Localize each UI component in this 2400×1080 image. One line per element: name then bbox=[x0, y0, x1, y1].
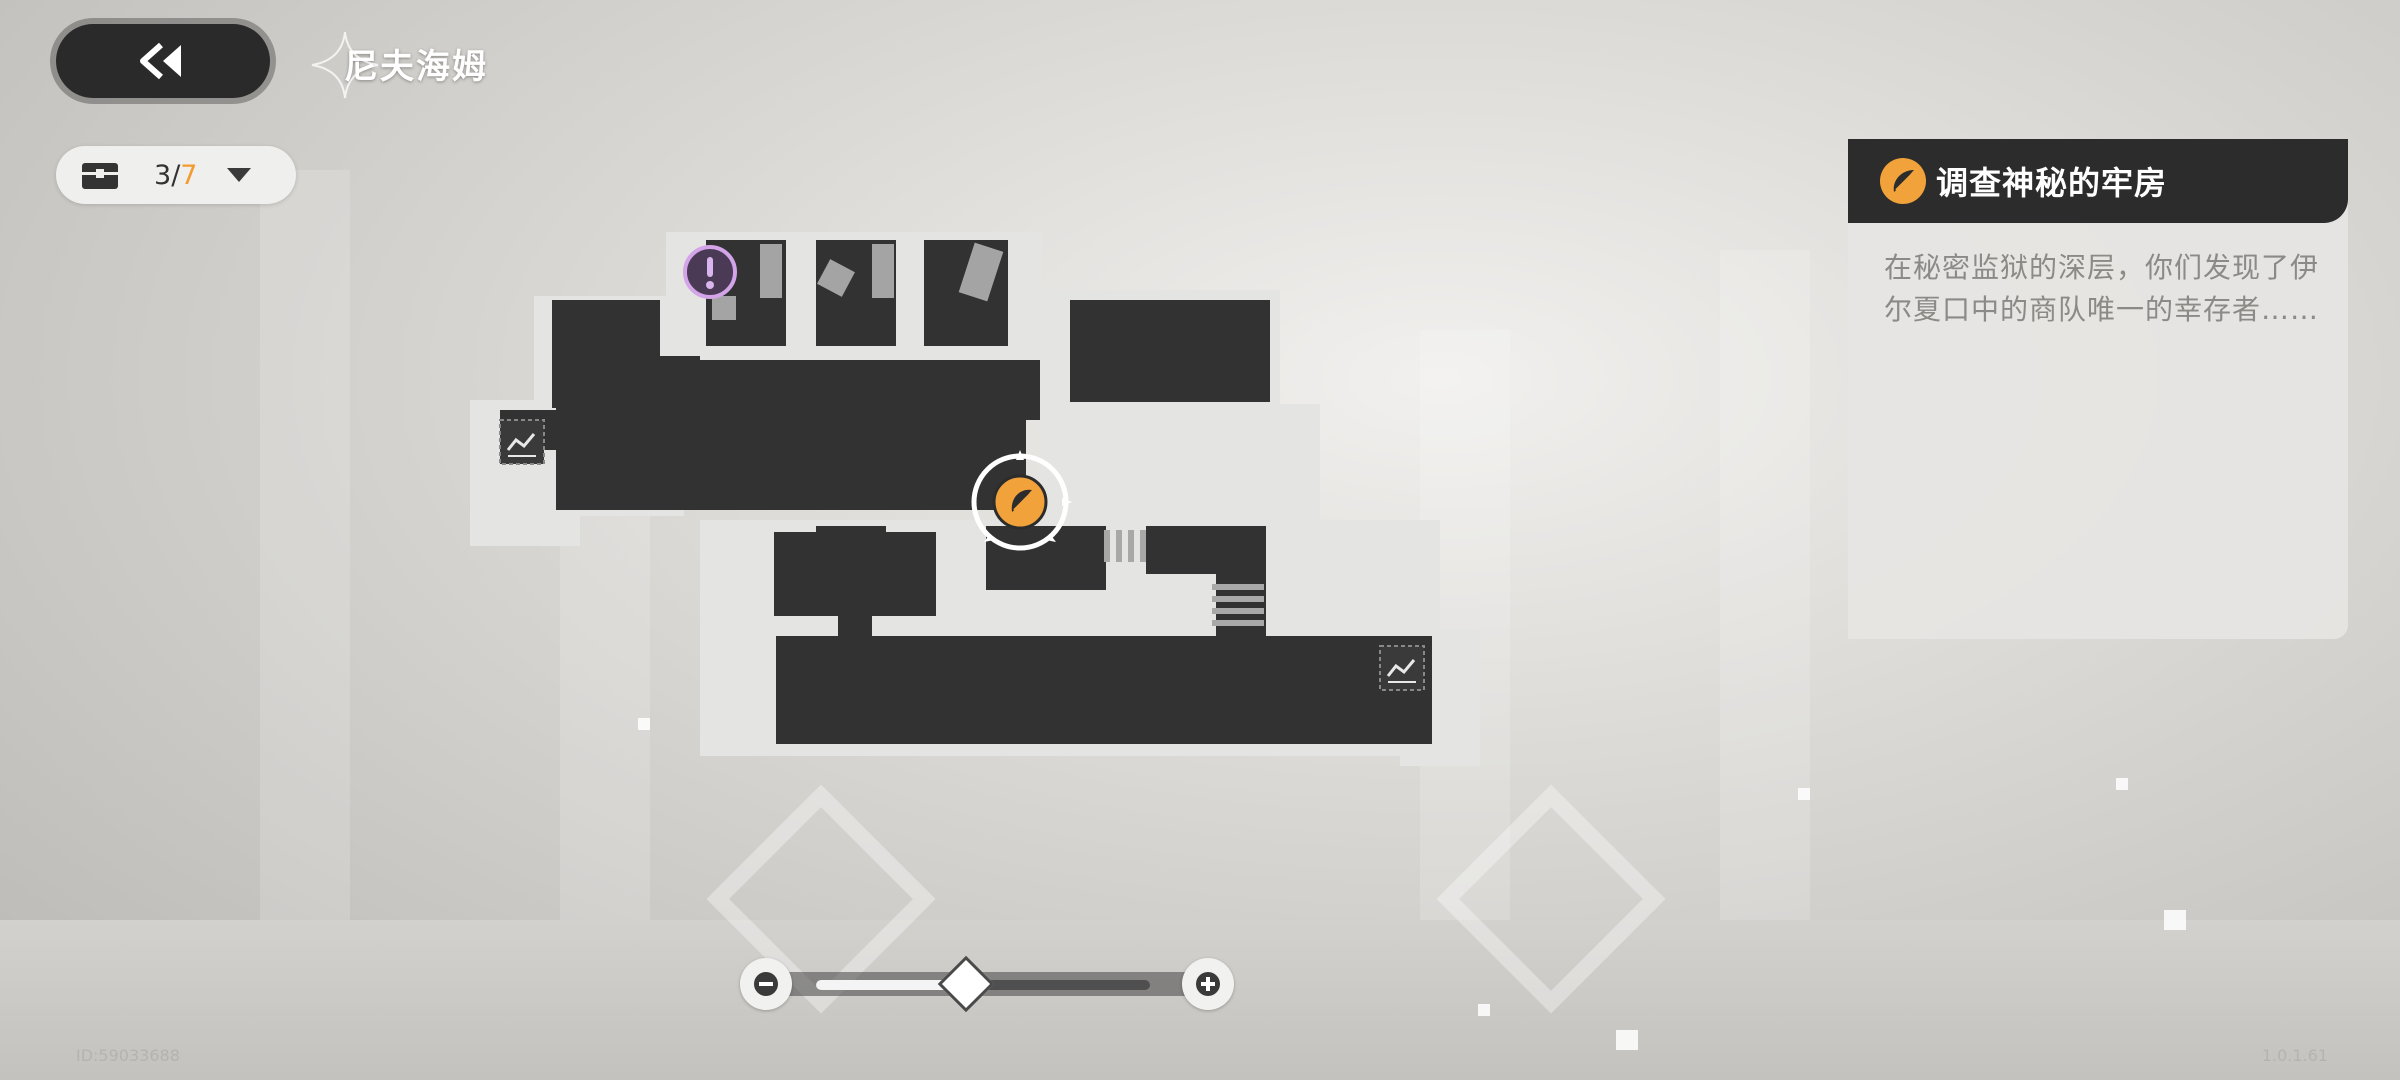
quest-feather-icon bbox=[1880, 158, 1926, 204]
bg-sparkle bbox=[1478, 1004, 1490, 1016]
quest-panel[interactable]: 调查神秘的牢房 在秘密监狱的深层，你们发现了伊尔夏口中的商队唯一的幸存者…… bbox=[1848, 139, 2348, 639]
back-button[interactable] bbox=[56, 24, 270, 98]
map-room bbox=[776, 636, 1432, 744]
double-chevron-left-icon bbox=[140, 42, 181, 80]
map-room bbox=[774, 532, 936, 616]
map-room bbox=[838, 616, 872, 640]
zoom-out-button[interactable] bbox=[740, 958, 792, 1010]
map-room bbox=[700, 360, 1040, 420]
map-room bbox=[1070, 300, 1270, 402]
zoom-control bbox=[740, 955, 1234, 1013]
stairs-icon bbox=[1104, 530, 1146, 562]
star-decoration-icon bbox=[311, 31, 379, 99]
plus-icon bbox=[1196, 972, 1220, 996]
map-room bbox=[660, 356, 700, 406]
quest-title: 调查神秘的牢房 bbox=[1936, 164, 2168, 202]
bg-sparkle bbox=[2116, 778, 2128, 790]
bg-pillar bbox=[1720, 250, 1810, 920]
area-name: 尼夫海姆 bbox=[344, 46, 488, 87]
map-room bbox=[1146, 526, 1266, 574]
bg-sparkle bbox=[2164, 910, 2186, 930]
bg-pillar bbox=[260, 170, 350, 930]
area-title-group: 尼夫海姆 bbox=[310, 28, 488, 99]
zoom-slider-thumb[interactable] bbox=[938, 955, 995, 1013]
minus-icon bbox=[754, 972, 778, 996]
map-room bbox=[1216, 570, 1266, 640]
zoom-in-button[interactable] bbox=[1182, 958, 1234, 1010]
map-room bbox=[552, 300, 660, 408]
bg-sparkle bbox=[1616, 1030, 1638, 1050]
version-number: 1.0.1.61 bbox=[2261, 1046, 2328, 1065]
treasure-chest-icon bbox=[82, 163, 118, 189]
warp-point-icon[interactable] bbox=[1378, 644, 1426, 692]
zoom-slider-fill bbox=[816, 980, 967, 990]
quest-header: 调查神秘的牢房 bbox=[1848, 139, 2348, 223]
map-room bbox=[816, 526, 886, 540]
bg-sparkle bbox=[638, 718, 650, 730]
chest-count-separator: / bbox=[171, 159, 181, 191]
dropdown-arrow-icon bbox=[227, 168, 252, 182]
exclamation-marker-icon[interactable] bbox=[682, 244, 738, 300]
warp-point-icon[interactable] bbox=[498, 418, 546, 466]
quest-location-marker-icon[interactable] bbox=[964, 446, 1076, 558]
map-prop bbox=[760, 244, 782, 298]
map-prop bbox=[872, 244, 894, 298]
map-room bbox=[986, 526, 1106, 590]
map-prop bbox=[712, 296, 736, 320]
quest-description: 在秘密监狱的深层，你们发现了伊尔夏口中的商队唯一的幸存者…… bbox=[1884, 251, 2320, 326]
chest-count-total: 7 bbox=[180, 159, 198, 191]
stairs-icon bbox=[1212, 584, 1264, 640]
map-room bbox=[556, 406, 1026, 510]
bg-sparkle bbox=[1798, 788, 1810, 800]
chest-count-current: 3 bbox=[154, 159, 172, 191]
chest-counter-dropdown[interactable]: 3/7 bbox=[56, 146, 296, 204]
chest-count: 3/7 bbox=[154, 160, 197, 191]
user-id: ID:59033688 bbox=[76, 1046, 180, 1065]
